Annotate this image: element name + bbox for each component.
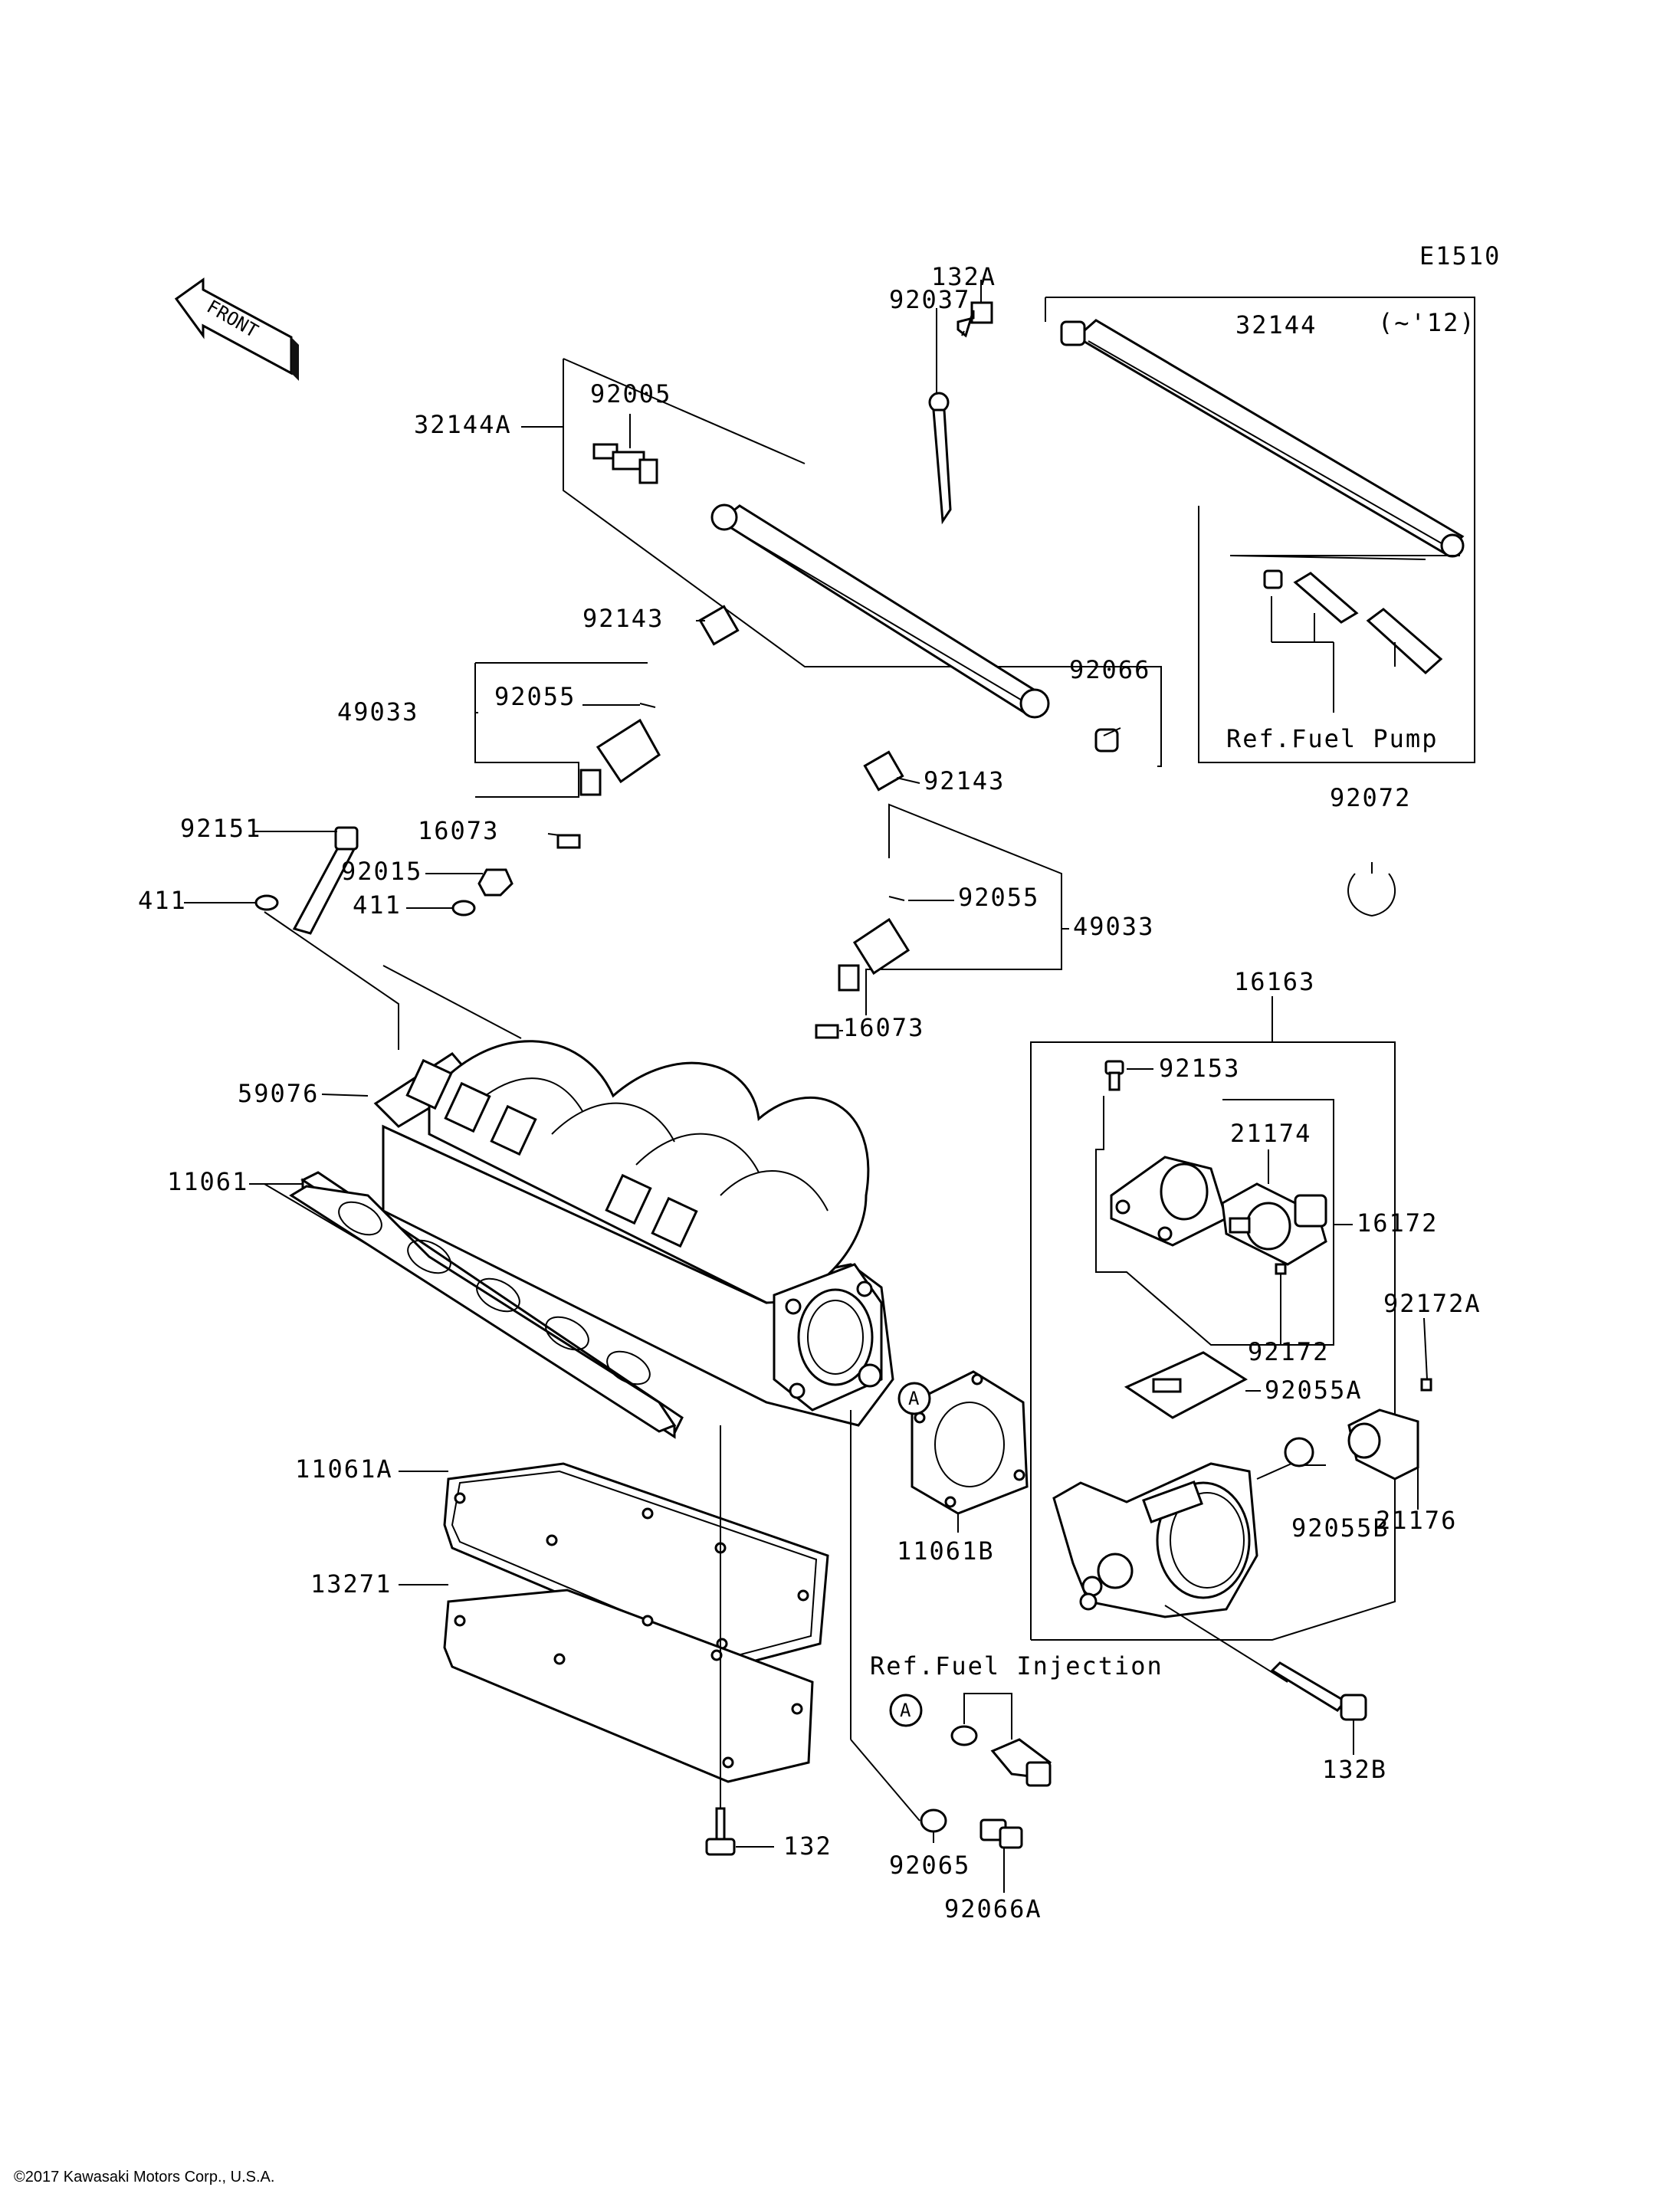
bolt-132 xyxy=(705,1425,736,1856)
washer-411-b xyxy=(451,900,476,917)
pressure-valve xyxy=(592,414,658,484)
bolt-132A xyxy=(956,280,993,338)
label-16163: 16163 xyxy=(1234,967,1315,996)
label-16073-lower: 16073 xyxy=(843,1013,924,1042)
label-92055A: 92055A xyxy=(1265,1376,1363,1405)
label-11061: 11061 xyxy=(167,1167,248,1196)
label-49033-upper: 49033 xyxy=(337,697,418,726)
throttle-body-group xyxy=(1030,996,1432,1641)
injector-group-upper xyxy=(474,605,740,849)
ref-circle-a-lower-label: A xyxy=(900,1700,911,1721)
label-92055-lower: 92055 xyxy=(958,883,1039,912)
variant-note: (~'12) xyxy=(1378,308,1476,337)
label-92055-upper: 92055 xyxy=(494,682,576,711)
diagram-code: E1510 xyxy=(1419,241,1501,271)
washer-92065 xyxy=(920,1808,947,1833)
label-11061B: 11061B xyxy=(897,1536,995,1566)
label-49033-lower: 49033 xyxy=(1073,912,1154,941)
ref-circle-a-lower xyxy=(889,1694,923,1727)
label-32144A: 32144A xyxy=(414,410,512,439)
label-92172: 92172 xyxy=(1248,1337,1329,1366)
label-92066A: 92066A xyxy=(944,1894,1042,1923)
clamp-band xyxy=(928,322,952,525)
label-92143-upper: 92143 xyxy=(582,604,664,633)
throttle-flange xyxy=(773,1263,883,1412)
ref-circle-a-upper-label: A xyxy=(908,1388,920,1409)
temp-sensor: Ref.Fuel Injection xyxy=(870,1651,1163,1787)
fuel-rail-main xyxy=(563,358,1162,767)
ref-fuel-injection: Ref.Fuel Injection xyxy=(870,1651,1163,1681)
inset-fuel-rail-box: (~'12) Ref.Fuel Pump xyxy=(1045,297,1476,763)
label-92066: 92066 xyxy=(1069,655,1150,684)
label-411-right: 411 xyxy=(353,890,402,920)
bolt-132B xyxy=(1164,1605,1367,1721)
part-labels: 132A 92037 32144A 92005 32144 92143 9214… xyxy=(138,262,1481,1923)
label-132: 132 xyxy=(783,1831,832,1861)
leader-lines xyxy=(184,308,1428,1893)
label-92151: 92151 xyxy=(180,814,261,843)
label-16073-upper: 16073 xyxy=(418,816,499,845)
label-13271: 13271 xyxy=(310,1569,392,1599)
injector-group-lower xyxy=(815,750,1062,1039)
label-92072: 92072 xyxy=(1330,783,1411,812)
bolt-92151 xyxy=(292,826,359,935)
intake-manifold xyxy=(264,911,894,1427)
ref-fuel-pump: Ref.Fuel Pump xyxy=(1226,724,1438,753)
label-411-left: 411 xyxy=(138,886,187,915)
nut-92015 xyxy=(477,868,514,897)
label-92055B: 92055B xyxy=(1291,1513,1390,1543)
label-92015: 92015 xyxy=(341,857,422,886)
ref-circle-a-upper xyxy=(897,1382,931,1415)
label-59076: 59076 xyxy=(238,1079,319,1108)
copyright: ©2017 Kawasaki Motors Corp., U.S.A. xyxy=(14,2169,275,2186)
label-32144: 32144 xyxy=(1235,310,1317,339)
label-11061A: 11061A xyxy=(295,1454,393,1484)
label-92037: 92037 xyxy=(889,285,970,314)
front-arrow-icon: FRONT xyxy=(174,277,299,381)
gasket-11061B xyxy=(911,1370,1029,1515)
fuel-rail-variant xyxy=(1060,319,1465,558)
label-92153: 92153 xyxy=(1159,1054,1240,1083)
label-132A: 132A xyxy=(931,262,996,291)
gasket-11061 xyxy=(264,1171,684,1439)
label-92143-lower: 92143 xyxy=(924,766,1005,795)
label-132B: 132B xyxy=(1322,1755,1387,1784)
label-21174: 21174 xyxy=(1230,1119,1311,1148)
gasket-11061A xyxy=(443,1462,829,1668)
label-16172: 16172 xyxy=(1357,1208,1438,1238)
washer-411-a xyxy=(254,894,279,911)
label-21176: 21176 xyxy=(1376,1506,1457,1535)
injector-ports xyxy=(405,1058,698,1248)
label-92065: 92065 xyxy=(889,1851,970,1880)
plug-92066A xyxy=(979,1818,1023,1849)
label-92005: 92005 xyxy=(590,379,671,408)
label-92172A: 92172A xyxy=(1383,1289,1481,1318)
